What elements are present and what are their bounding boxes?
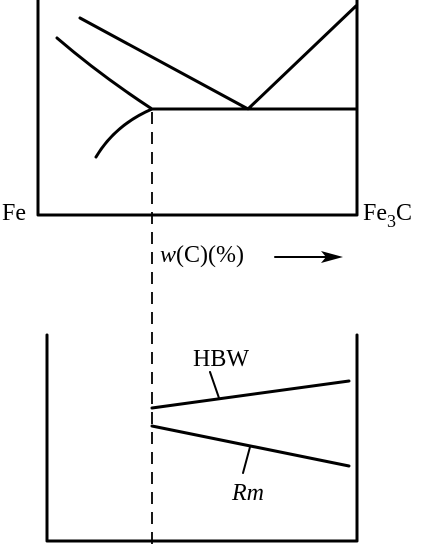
fe3c-label: Fe3C (363, 200, 412, 231)
liquidus-right-line (246, 3, 359, 111)
hbw-line (150, 379, 351, 410)
rm-label: Rm (231, 480, 264, 506)
properties-diagram: HBW Rm (45, 333, 359, 543)
rm-line (150, 424, 351, 468)
svg-text:w(C)(%): w(C)(%) (160, 242, 244, 268)
hbw-label: HBW (193, 346, 249, 372)
solidus-curve (94, 107, 154, 159)
arrow-head-icon (321, 251, 343, 263)
hbw-leader-line (209, 371, 220, 399)
fe-label: Fe (2, 200, 26, 226)
rm-leader-line (242, 446, 251, 474)
phase-diagram: Fe Fe3C (2, 0, 412, 231)
properties-frame (45, 333, 359, 543)
composition-axis-label: w(C)(%) (160, 242, 343, 268)
liquidus-left-curve (55, 36, 154, 111)
liquidus-upper-line (78, 16, 250, 111)
